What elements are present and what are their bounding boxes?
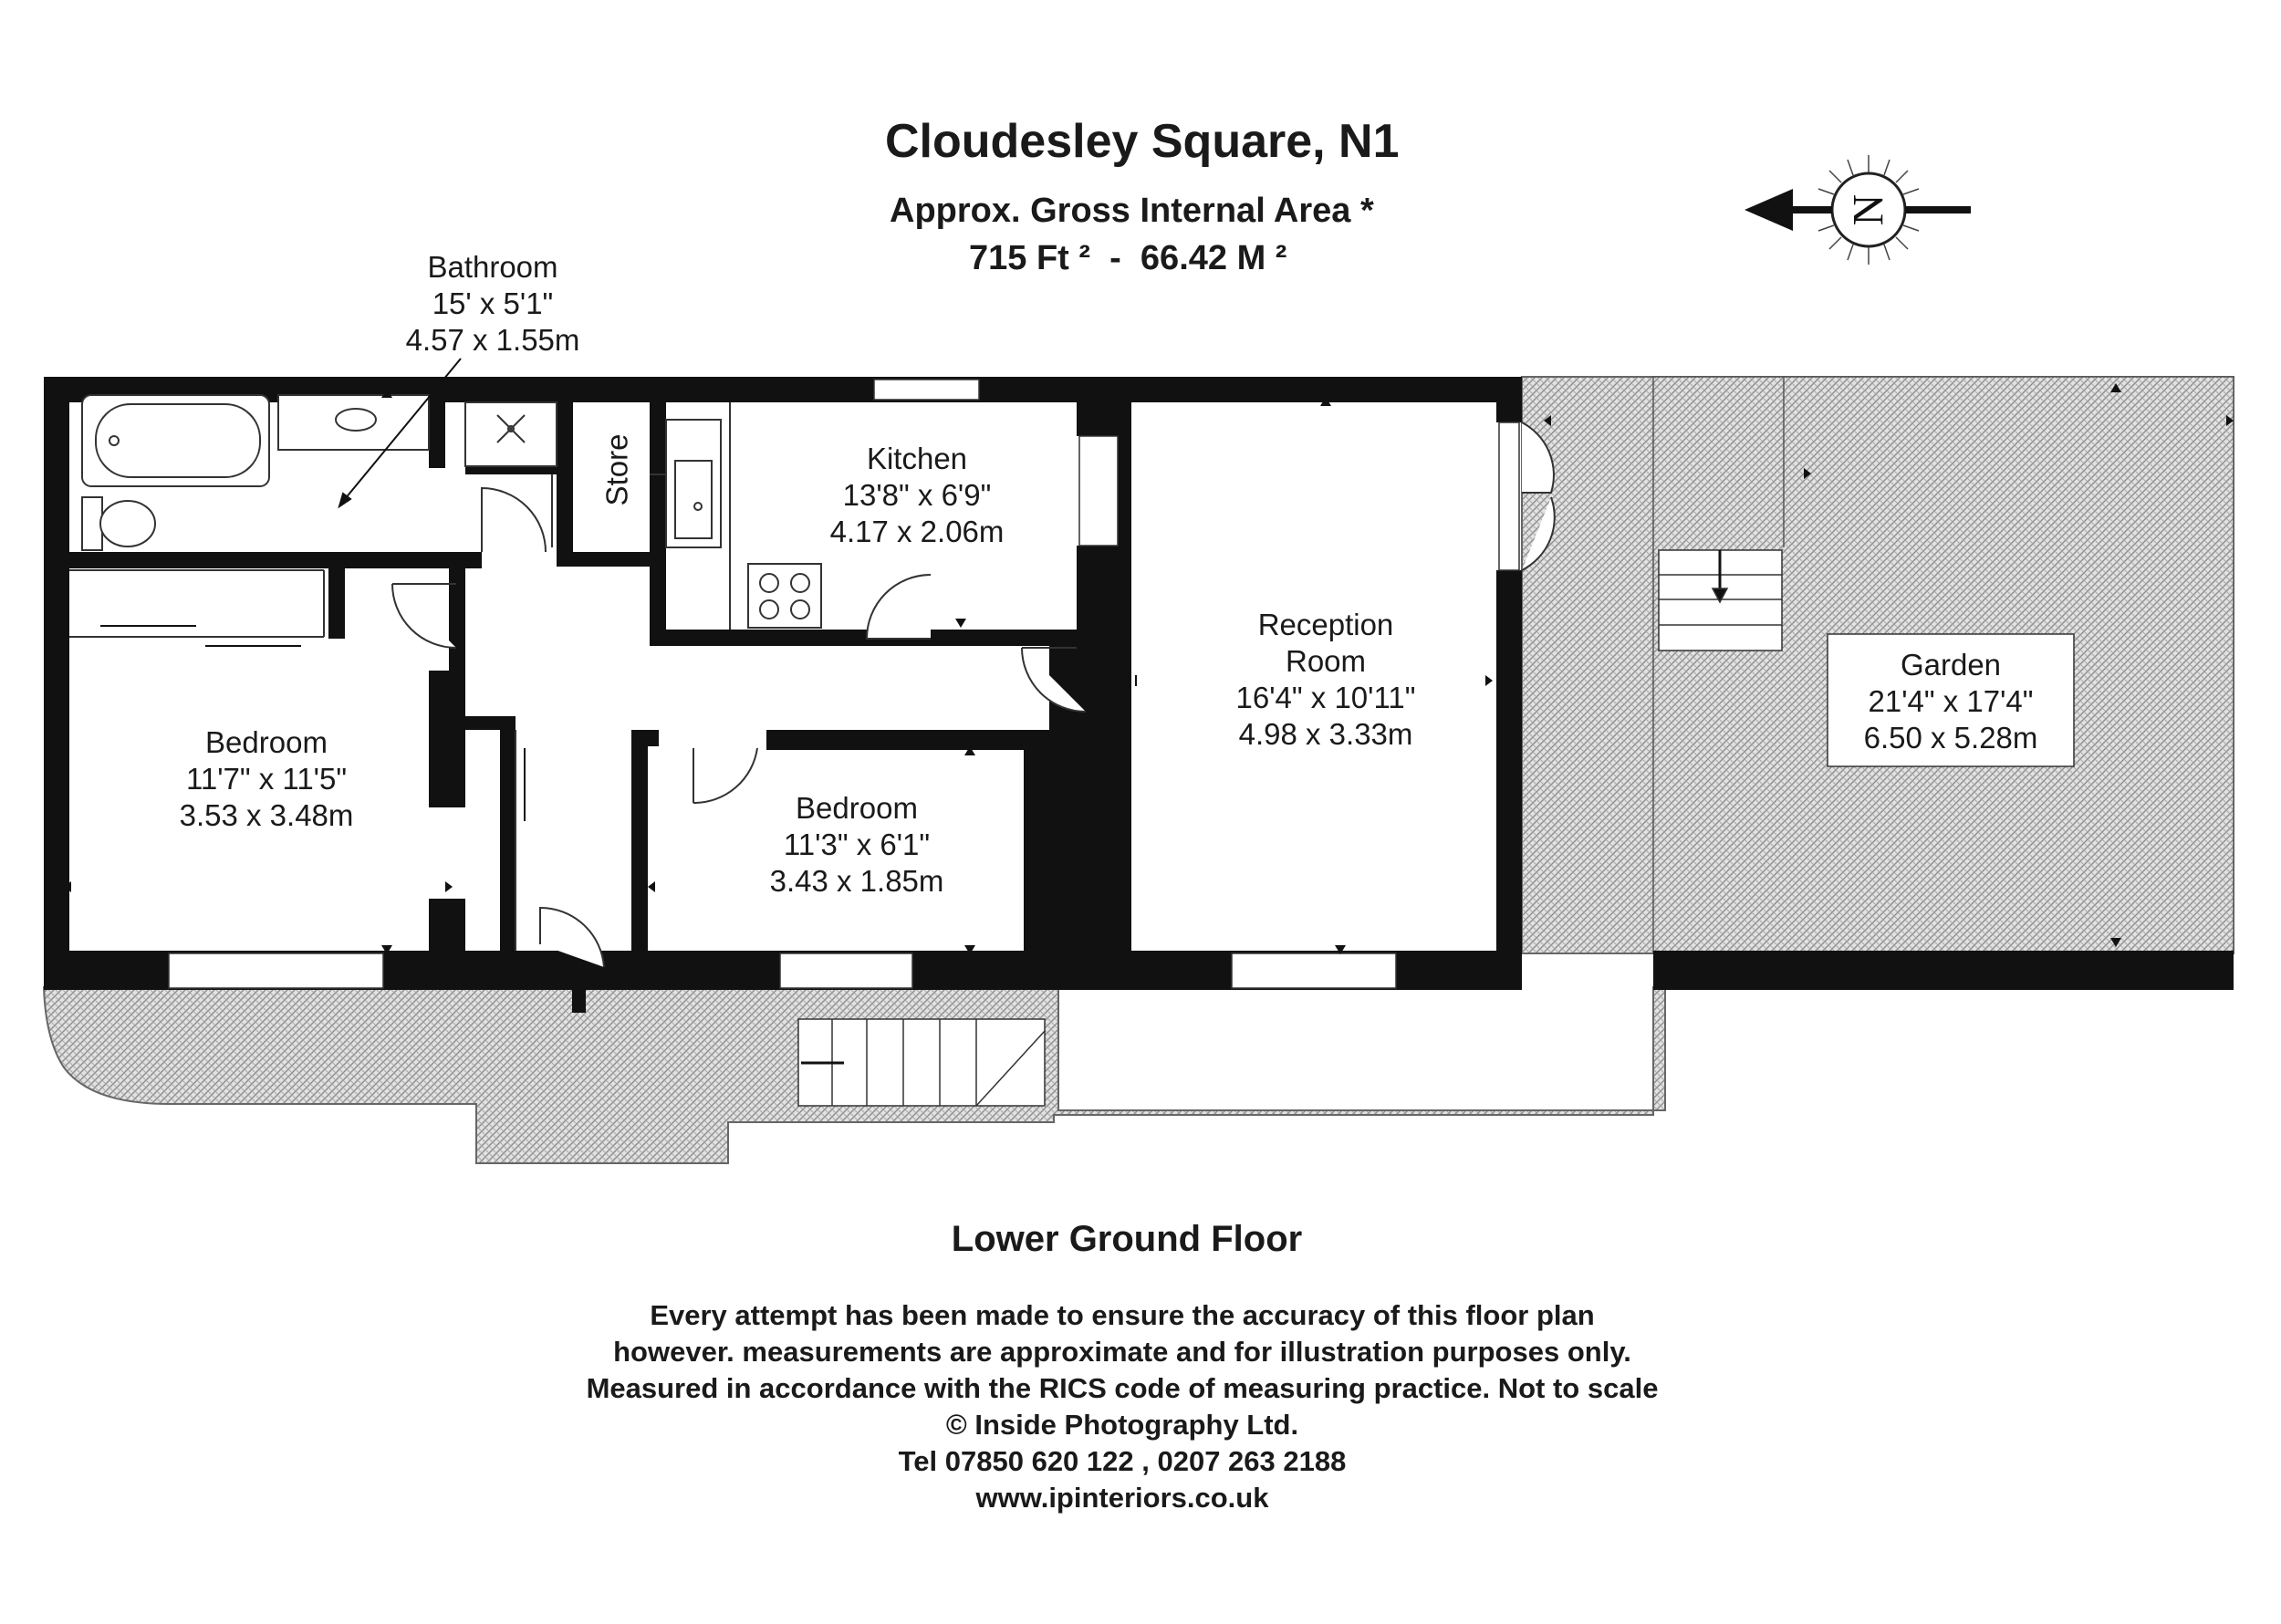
floor-label: Lower Ground Floor bbox=[951, 1219, 1303, 1259]
bedroom-1-name: Bedroom bbox=[205, 725, 328, 759]
bathroom-pointer bbox=[338, 358, 462, 509]
disclaimer-line-5: Tel 07850 620 122 , 0207 263 2188 bbox=[898, 1445, 1347, 1477]
doors bbox=[391, 422, 1556, 968]
interior-lines bbox=[69, 474, 671, 951]
disclaimer-line-1: Every attempt has been made to ensure th… bbox=[650, 1299, 1595, 1331]
bedroom-1-imperial: 11'7" x 11'5" bbox=[186, 762, 347, 796]
bedroom-2-metric: 3.43 x 1.85m bbox=[770, 864, 944, 898]
reception-name-line2: Room bbox=[1286, 644, 1366, 678]
shower bbox=[464, 401, 557, 467]
bedroom-1-metric: 3.53 x 3.48m bbox=[180, 798, 354, 832]
bedroom-2-imperial: 11'3" x 6'1" bbox=[784, 828, 930, 861]
page-title: Cloudesley Square, N1 bbox=[885, 115, 1400, 168]
kitchen-imperial: 13'8" x 6'9" bbox=[843, 478, 992, 512]
garden-metric: 6.50 x 5.28m bbox=[1864, 721, 2038, 755]
area-value: 715 Ft ² - 66.42 M ² bbox=[969, 239, 1287, 277]
room-label-reception: Reception Room 16'4" x 10'11" 4.98 x 3.3… bbox=[1236, 608, 1416, 751]
measure-markers bbox=[64, 383, 2234, 954]
bathroom-imperial: 15' x 5'1" bbox=[432, 286, 554, 320]
entry-arrow bbox=[566, 972, 592, 1013]
room-label-bedroom-1: Bedroom 11'7" x 11'5" 3.53 x 3.48m bbox=[180, 725, 354, 832]
bedroom-2-name: Bedroom bbox=[796, 791, 918, 825]
compass-rose bbox=[1745, 155, 1971, 265]
garden-label-box bbox=[1827, 633, 2075, 767]
disclaimer-line-2: however. measurements are approximate an… bbox=[613, 1336, 1631, 1368]
front-steps bbox=[797, 1018, 1046, 1107]
reception-imperial: 16'4" x 10'11" bbox=[1236, 681, 1416, 714]
windows bbox=[168, 379, 1520, 989]
room-label-garden: Garden 21'4" x 17'4" 6.50 x 5.28m bbox=[1864, 648, 2038, 755]
bathtub bbox=[81, 394, 270, 487]
room-label-bathroom: Bathroom 15' x 5'1" 4.57 x 1.55m bbox=[406, 250, 580, 357]
reception-metric: 4.98 x 3.33m bbox=[1239, 717, 1413, 751]
store-name: Store bbox=[600, 434, 634, 506]
disclaimer-line-3: Measured in accordance with the RICS cod… bbox=[586, 1372, 1659, 1404]
garden-imperial: 21'4" x 17'4" bbox=[1869, 684, 2034, 718]
room-label-bedroom-2: Bedroom 11'3" x 6'1" 3.43 x 1.85m bbox=[770, 791, 944, 898]
compass-label: N bbox=[1845, 194, 1893, 226]
room-label-kitchen: Kitchen 13'8" x 6'9" 4.17 x 2.06m bbox=[830, 442, 1005, 548]
area-label: Approx. Gross Internal Area * bbox=[890, 192, 1374, 230]
basin bbox=[277, 394, 430, 451]
hob bbox=[747, 563, 822, 629]
reception-name-line1: Reception bbox=[1258, 608, 1394, 641]
garden-name: Garden bbox=[1901, 648, 2001, 682]
bathroom-name: Bathroom bbox=[427, 250, 557, 284]
kitchen-name: Kitchen bbox=[867, 442, 967, 475]
garden-steps bbox=[1658, 549, 1783, 651]
toilet bbox=[81, 496, 156, 551]
bathroom-metric: 4.57 x 1.55m bbox=[406, 323, 580, 357]
kitchen-metric: 4.17 x 2.06m bbox=[830, 515, 1005, 548]
wardrobe-arrows bbox=[100, 625, 526, 912]
disclaimer-line-4: © Inside Photography Ltd. bbox=[945, 1409, 1299, 1441]
sink bbox=[665, 419, 722, 548]
disclaimer-line-6: www.ipinteriors.co.uk bbox=[975, 1482, 1269, 1514]
